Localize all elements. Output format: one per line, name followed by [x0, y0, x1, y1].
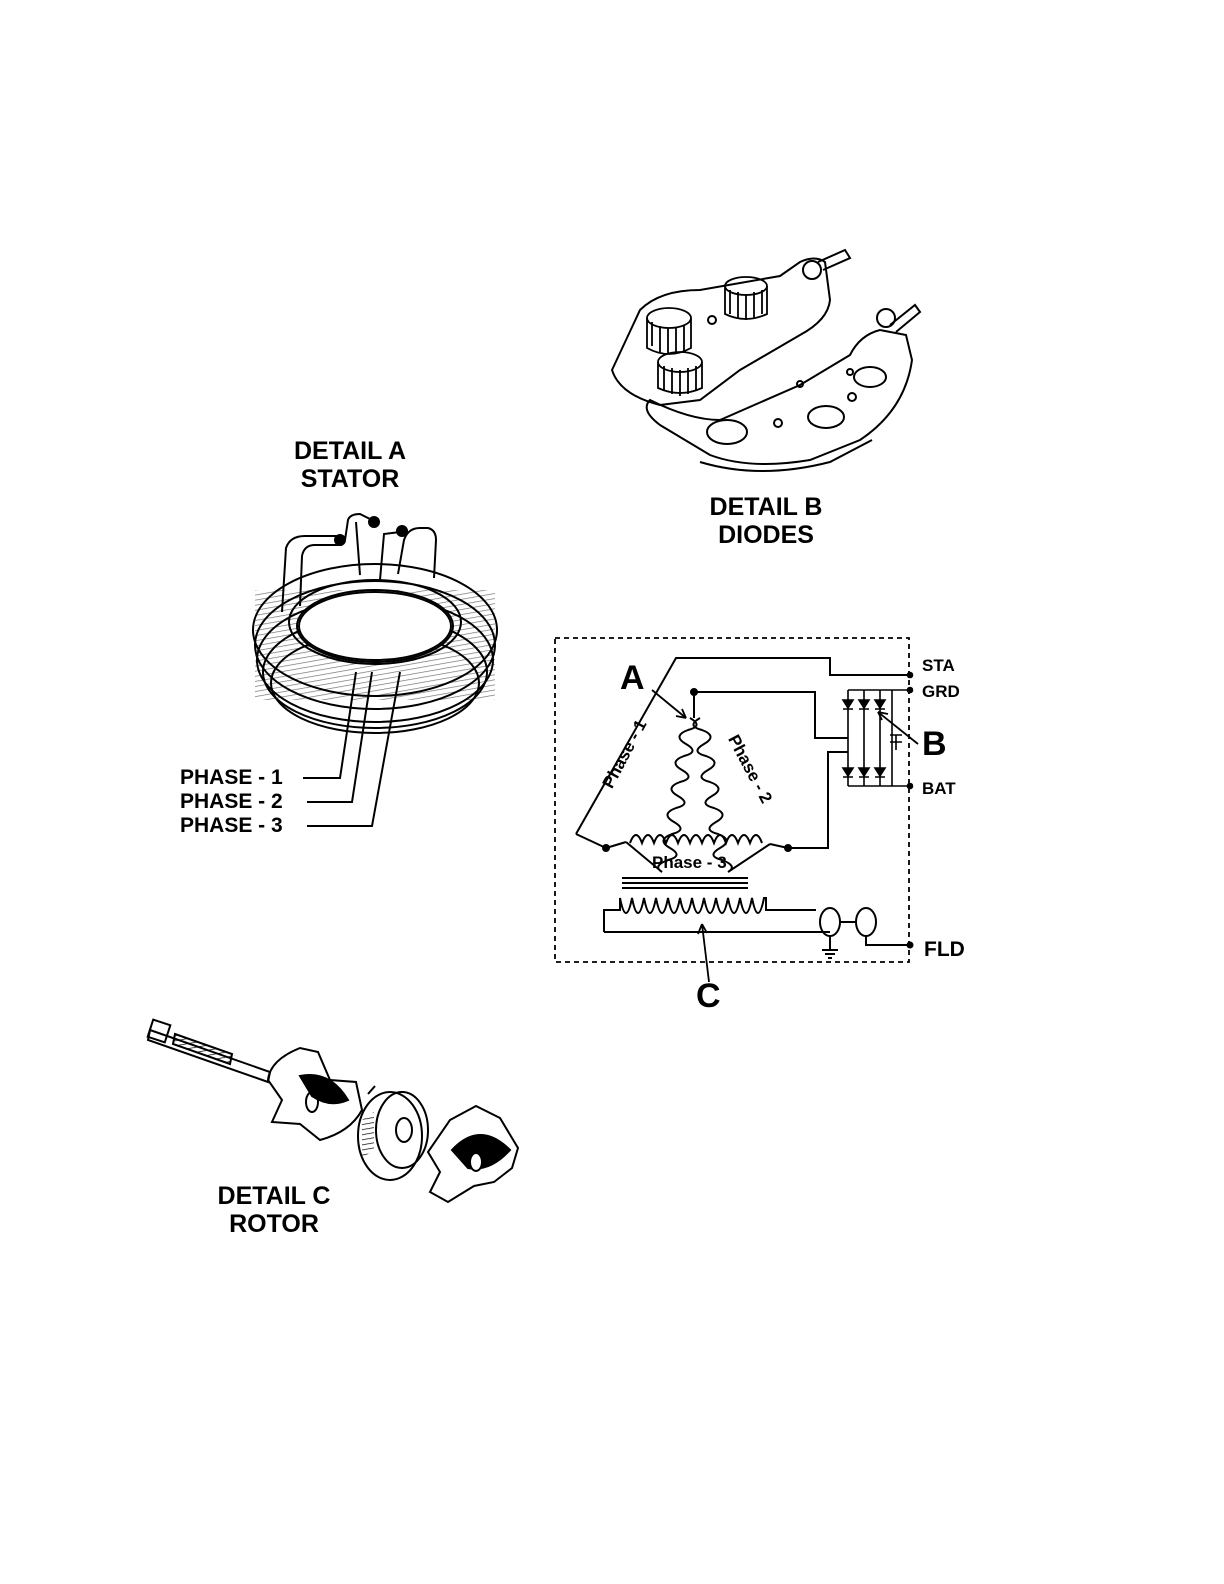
field-winding: [604, 878, 913, 958]
callout-a: A: [620, 660, 645, 697]
phase-2-label: PHASE - 2: [180, 790, 283, 813]
detail-b-title: DETAIL B DIODES: [686, 494, 846, 549]
terminal-bat: BAT: [922, 780, 956, 799]
phase-3-label: PHASE - 3: [180, 814, 283, 837]
detail-c-title: DETAIL C ROTOR: [194, 1183, 354, 1238]
detail-a-line1: DETAIL A: [270, 438, 430, 466]
detail-b-line1: DETAIL B: [686, 494, 846, 522]
callout-b: B: [922, 726, 947, 763]
terminal-sta: STA: [922, 657, 955, 676]
terminal-fld: FLD: [924, 938, 965, 961]
stator-drawing: [253, 514, 497, 733]
terminal-grd: GRD: [922, 683, 960, 702]
schematic-border: [555, 638, 909, 962]
callout-arrows: [652, 690, 918, 982]
detail-a-title: DETAIL A STATOR: [270, 438, 430, 493]
phase-1-label: PHASE - 1: [180, 766, 283, 789]
detail-c-line2: ROTOR: [194, 1211, 354, 1239]
detail-b-line2: DIODES: [686, 522, 846, 550]
rotor-drawing: [148, 1020, 518, 1202]
winding-phase-3-label: Phase - 3: [652, 854, 727, 873]
callout-c: C: [696, 978, 721, 1015]
diode-plate-drawing: [612, 250, 920, 471]
detail-c-line1: DETAIL C: [194, 1183, 354, 1211]
detail-a-line2: STATOR: [270, 466, 430, 494]
